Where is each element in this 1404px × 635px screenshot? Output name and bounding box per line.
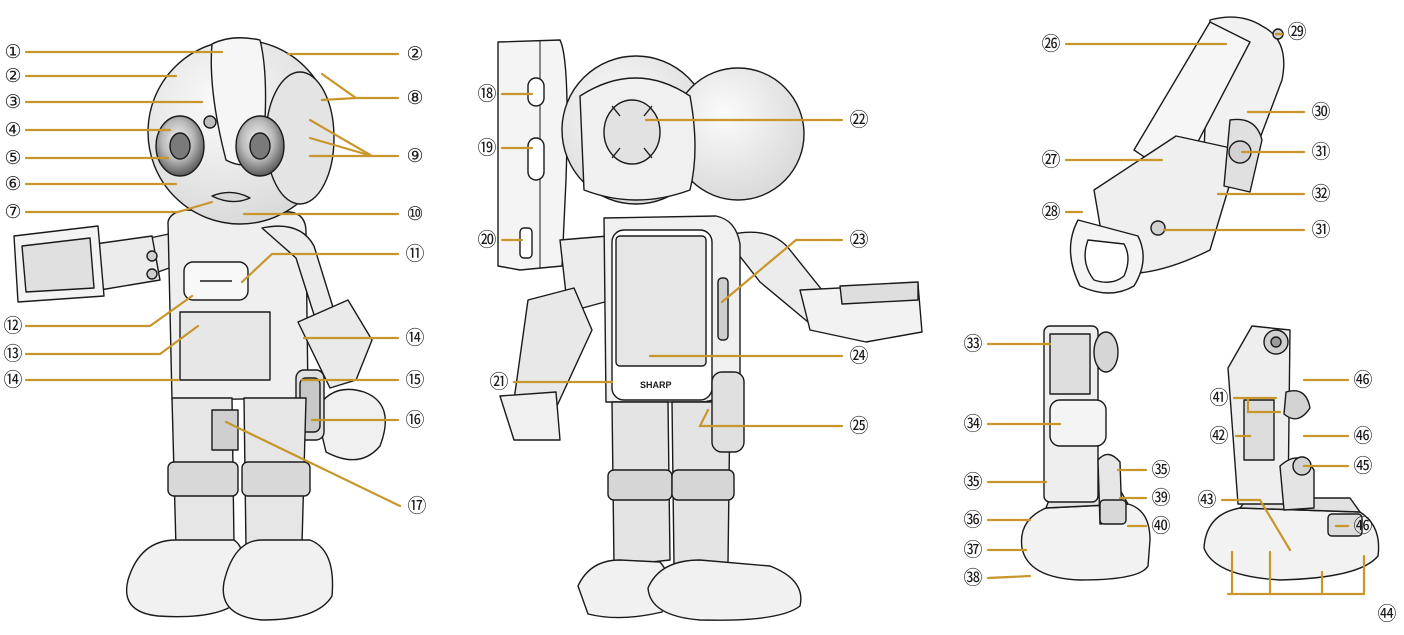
callout-35: ㉟ [962,471,984,493]
callout-46: ㊻ [1352,425,1374,447]
callout-9: ⑨ [404,145,426,167]
callout-2: ② [2,65,24,87]
callout-23: ㉓ [848,229,870,251]
callout-26: ㉖ [1040,33,1062,55]
callout-24: ㉔ [848,345,870,367]
callout-17: ⑰ [406,495,428,517]
callout-6: ⑥ [2,173,24,195]
callout-45: ㊺ [1352,455,1374,477]
callout-36: ㊱ [962,509,984,531]
callout-35: ㉟ [1150,459,1172,481]
callout-46: ㊻ [1352,515,1374,537]
callout-16: ⑯ [404,409,426,431]
callout-21: ㉑ [488,371,510,393]
callout-29: ㉙ [1286,21,1308,43]
callout-42: ㊷ [1208,425,1230,447]
callout-37: ㊲ [962,539,984,561]
robot-front-view [14,38,385,620]
callout-43: ㊸ [1196,489,1218,511]
callout-28: ㉘ [1040,201,1062,223]
callout-20: ⑳ [476,229,498,251]
callout-40: ㊵ [1150,515,1172,537]
callout-5: ⑤ [2,147,24,169]
stand-front-view [1022,326,1151,580]
callout-14: ⑭ [2,369,24,391]
callout-39: ㊴ [1150,487,1172,509]
callout-18: ⑱ [476,83,498,105]
callout-34: ㉞ [962,413,984,435]
callout-22: ㉒ [848,109,870,131]
callout-27: ㉗ [1040,149,1062,171]
callout-31: ㉛ [1310,219,1332,241]
callout-25: ㉕ [848,415,870,437]
callout-15: ⑮ [404,369,426,391]
callout-2: ② [404,43,426,65]
callout-4: ④ [2,119,24,141]
brand-logo: SHARP [640,380,672,390]
callout-41: ㊶ [1208,387,1230,409]
callout-7: ⑦ [2,201,24,223]
callout-46: ㊻ [1352,369,1374,391]
callout-14: ⑭ [404,327,426,349]
callout-30: ㉚ [1310,101,1332,123]
callout-38: ㊳ [962,567,984,589]
callout-19: ⑲ [476,137,498,159]
callout-31: ㉛ [1310,141,1332,163]
callout-10: ⑩ [404,203,426,225]
stand-side-view [1204,326,1379,580]
callout-33: ㉝ [962,333,984,355]
callout-11: ⑪ [404,243,426,265]
callout-3: ③ [2,91,24,113]
callout-32: ㉜ [1310,183,1332,205]
robot-folded-view [1070,17,1283,293]
callout-1: ① [2,41,24,63]
callout-13: ⑬ [2,343,24,365]
callout-12: ⑫ [2,315,24,337]
callout-44: ㊹ [1376,603,1398,625]
callout-8: ⑧ [404,87,426,109]
